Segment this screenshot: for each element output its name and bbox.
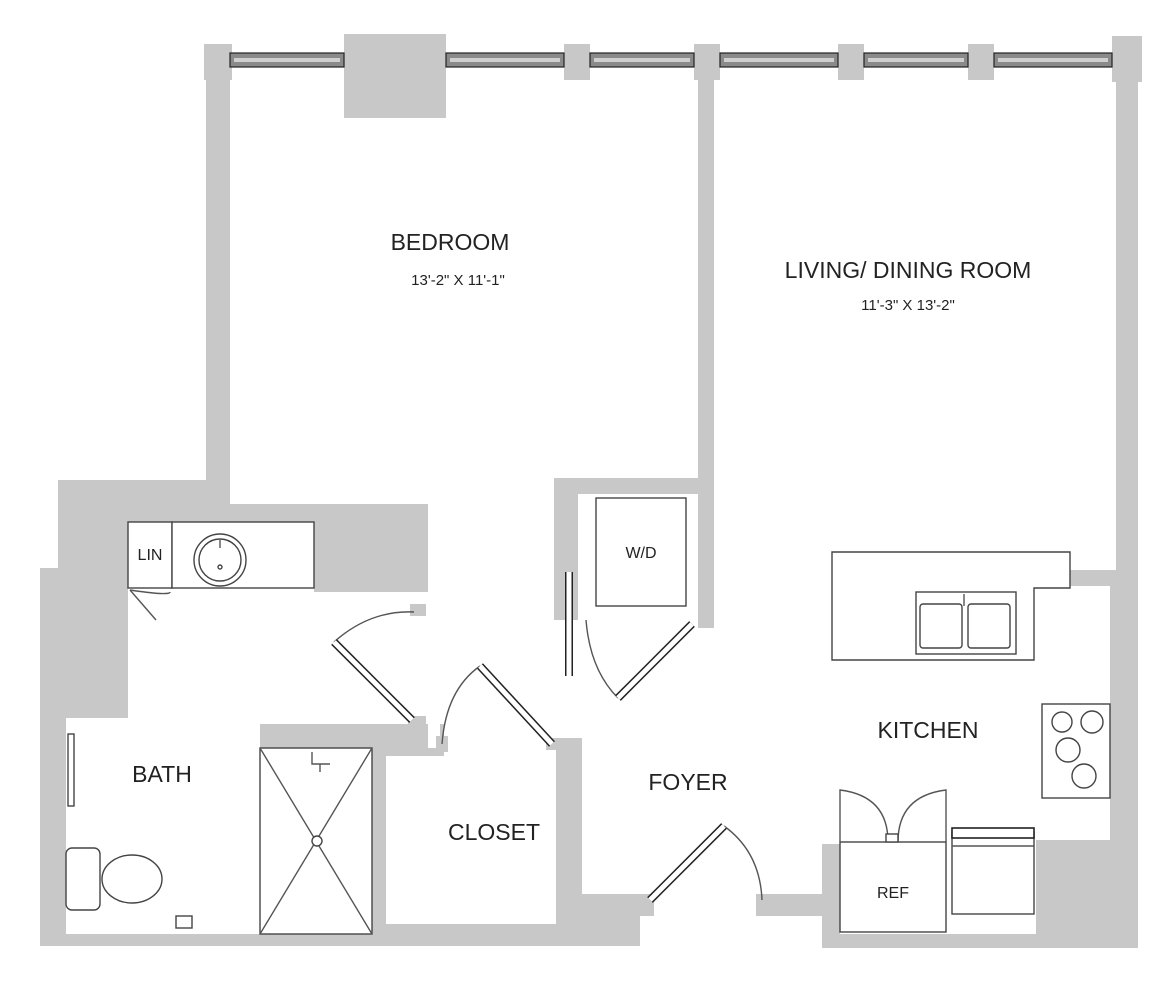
burner-2 xyxy=(1080,710,1104,734)
refrigerator-label: REF xyxy=(877,885,909,902)
wd-door-right-inner xyxy=(616,622,694,700)
linen-closet xyxy=(127,521,173,589)
walls xyxy=(40,34,1142,948)
kitchen-column xyxy=(1068,570,1118,586)
closet-label: CLOSET xyxy=(448,819,540,845)
sink-basin-right xyxy=(967,603,1011,649)
window-3-glass xyxy=(594,58,690,62)
foyer-label: FOYER xyxy=(648,769,727,795)
foyer-south-wall-east xyxy=(756,894,840,916)
toilet-bowl xyxy=(101,854,163,904)
refrigerator-handle xyxy=(885,833,899,843)
burner-1 xyxy=(1051,711,1073,733)
bedroom-west-wall xyxy=(206,46,230,506)
washer-dryer xyxy=(595,497,687,607)
window-6-glass xyxy=(998,58,1108,62)
window-1-glass xyxy=(234,58,340,62)
towel-bar xyxy=(67,733,75,807)
bath-door-swing xyxy=(333,611,415,643)
kitchen-east-wall xyxy=(1110,580,1138,840)
burner-4 xyxy=(1071,763,1097,789)
vanity-sink-bowl xyxy=(198,538,242,582)
doors xyxy=(331,572,763,903)
bath-floor-item xyxy=(175,915,193,929)
shower-drain xyxy=(311,835,323,847)
washer-dryer-label: W/D xyxy=(625,545,656,562)
entry-door-leaf-inner xyxy=(648,824,726,902)
living-east-wall xyxy=(1116,70,1138,618)
north-wall-left-pier xyxy=(204,44,232,80)
bath-closet-partition xyxy=(260,724,444,934)
living-dining-dimensions: 11'-3" X 13'-2" xyxy=(861,297,955,314)
bedroom-living-partition xyxy=(698,70,714,628)
kitchen-south-wall xyxy=(822,840,1138,948)
vanity-drain xyxy=(217,564,223,570)
north-wall-pier-5 xyxy=(968,44,994,80)
window-4-glass xyxy=(724,58,834,62)
sink-basin-left xyxy=(919,603,963,649)
labels: BEDROOM 13'-2" X 11'-1" LIVING/ DINING R… xyxy=(132,229,1031,902)
burner-3 xyxy=(1055,737,1081,763)
linen-label: LIN xyxy=(138,547,163,564)
north-wall-column xyxy=(344,34,446,118)
bath-label: BATH xyxy=(132,761,192,787)
wd-door-swing xyxy=(585,619,619,699)
toilet-tank xyxy=(65,847,101,911)
north-wall-pier-4 xyxy=(838,44,864,80)
bedroom-label: BEDROOM xyxy=(391,229,510,255)
foyer-south-wall xyxy=(568,894,650,946)
dishwasher-top xyxy=(951,827,1035,839)
fixtures xyxy=(65,497,1111,935)
north-wall-pier-2 xyxy=(564,44,590,80)
closet-door-swing xyxy=(441,665,481,745)
linen-door-swing xyxy=(129,589,171,621)
refrigerator xyxy=(839,841,947,933)
bedroom-dimensions: 13'-2" X 11'-1" xyxy=(411,272,505,289)
closet-door-leaf-inner xyxy=(478,664,554,746)
entry-door-jamb-east xyxy=(756,894,766,916)
refrigerator-door-swings xyxy=(839,789,947,843)
bath-door-jamb-top xyxy=(410,604,426,616)
closet-south-wall xyxy=(372,924,582,934)
window-5-glass xyxy=(868,58,964,62)
kitchen-label: KITCHEN xyxy=(878,717,979,743)
bath-door-leaf-inner xyxy=(332,640,414,722)
entry-door-swing xyxy=(723,825,763,901)
window-2-glass xyxy=(450,58,560,62)
shower-valve xyxy=(311,752,330,772)
windows xyxy=(229,52,1113,68)
dishwasher xyxy=(951,831,1035,915)
living-dining-label: LIVING/ DINING ROOM xyxy=(785,257,1032,283)
entry-door-jamb-west xyxy=(644,894,654,916)
bath-north-block xyxy=(314,504,426,592)
